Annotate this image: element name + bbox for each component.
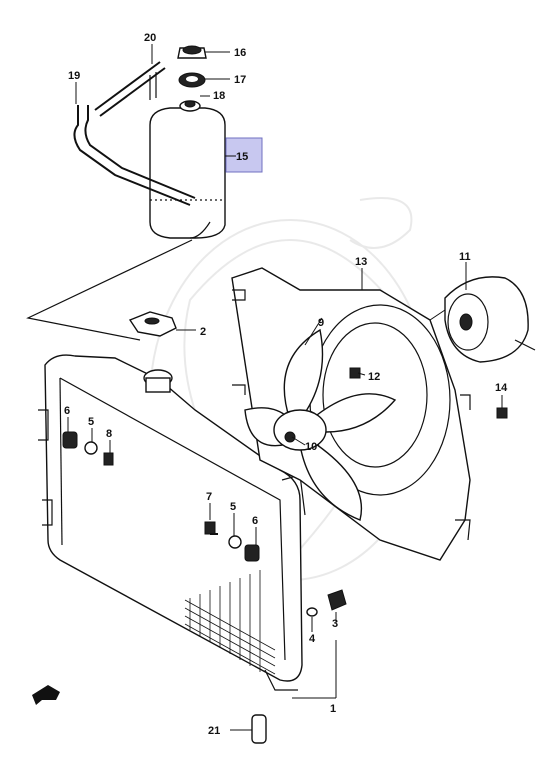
cap-top[interactable]: [177, 45, 207, 59]
cooling-fan[interactable]: [244, 328, 397, 521]
overflow-pipe[interactable]: [94, 61, 166, 117]
part-labels: 1 2 3 4 5 5 6 6 7 8 9 10 11 12 13 14 15 …: [64, 32, 508, 737]
label-6-right: 6: [252, 515, 258, 527]
label-5-left: 5: [88, 416, 94, 428]
label-10: 10: [305, 441, 317, 453]
label-6-left: 6: [64, 405, 70, 417]
label-11: 11: [459, 251, 471, 263]
bushing-right[interactable]: [244, 544, 260, 562]
front-arrow-icon: [32, 685, 60, 705]
shroud-bolt[interactable]: [349, 367, 361, 379]
washer-right[interactable]: [228, 535, 242, 549]
label-13: 13: [355, 256, 367, 268]
radiator-cap[interactable]: [128, 311, 177, 337]
bolt-7[interactable]: [204, 521, 218, 535]
label-19: 19: [68, 70, 80, 82]
fan-nut[interactable]: [284, 431, 296, 443]
cap-gasket[interactable]: [178, 72, 206, 88]
label-3: 3: [332, 618, 338, 630]
label-14: 14: [495, 382, 508, 394]
fan-motor[interactable]: [444, 276, 536, 363]
drain-plug[interactable]: [327, 589, 347, 611]
label-4: 4: [309, 633, 316, 645]
washer-left[interactable]: [84, 441, 98, 455]
label-17: 17: [234, 74, 246, 86]
label-15[interactable]: 15: [236, 151, 248, 163]
bolt-8[interactable]: [103, 452, 114, 466]
overflow-hose[interactable]: [73, 105, 196, 206]
label-8: 8: [106, 428, 112, 440]
label-5-right: 5: [230, 501, 236, 513]
reservoir-cap[interactable]: [179, 100, 201, 112]
label-9: 9: [318, 317, 324, 329]
label-21: 21: [208, 725, 220, 737]
drain-washer[interactable]: [306, 607, 318, 617]
label-18: 18: [213, 90, 225, 102]
label-12: 12: [368, 371, 380, 383]
label-7: 7: [206, 491, 212, 503]
label-2: 2: [200, 326, 206, 338]
motor-bolt[interactable]: [496, 407, 508, 419]
label-16: 16: [234, 47, 246, 59]
bushing-left[interactable]: [62, 431, 78, 449]
label-20: 20: [144, 32, 156, 44]
leader-lines: [67, 44, 503, 731]
highlight-box: [225, 137, 263, 173]
label-1: 1: [330, 703, 336, 715]
hose-21[interactable]: [251, 714, 267, 744]
reservoir-tank[interactable]: [149, 107, 226, 239]
leader-line: [26, 239, 193, 341]
